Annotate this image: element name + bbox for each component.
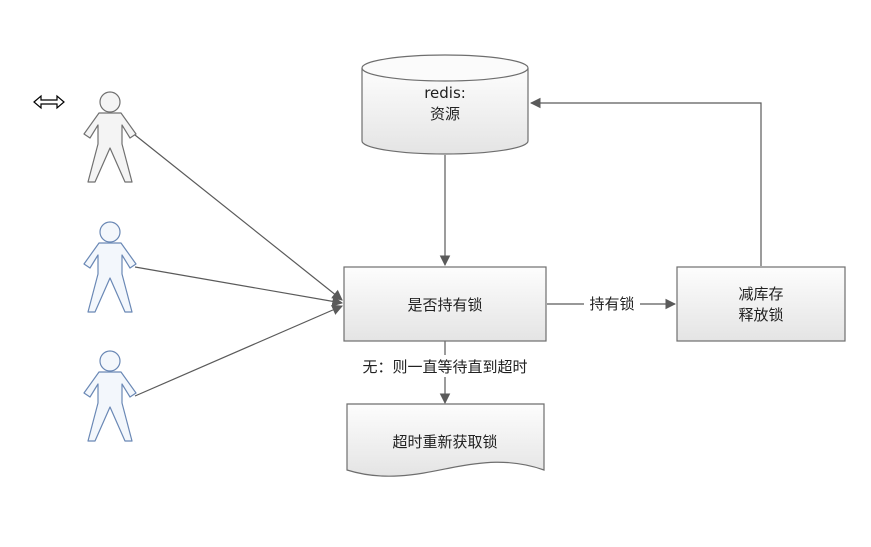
edge-stock-to-db bbox=[529, 97, 762, 266]
edge-actor2-to-check bbox=[134, 266, 344, 307]
timeout-retry-label: 超时重新获取锁 bbox=[392, 433, 497, 451]
check-lock-label: 是否持有锁 bbox=[407, 296, 482, 314]
database-label-line1: redis: bbox=[424, 84, 466, 102]
has-lock-label-bg bbox=[584, 293, 640, 315]
database-label-line2: 资源 bbox=[430, 105, 460, 123]
redis-database-node: redis: 资源 bbox=[361, 54, 529, 155]
timeout-retry-node: 超时重新获取锁 bbox=[346, 403, 545, 477]
edge-actor3-to-check bbox=[134, 304, 343, 397]
horizontal-resize-arrow-icon[interactable] bbox=[33, 94, 65, 110]
has-lock-edge-label: 持有锁 bbox=[589, 295, 634, 313]
reduce-stock-label-line1: 减库存 bbox=[738, 285, 783, 303]
check-lock-node: 是否持有锁 bbox=[343, 266, 547, 342]
stick-person-icon bbox=[83, 221, 137, 313]
no-lock-edge-label: 无：则一直等待直到超时 bbox=[362, 358, 527, 376]
reduce-stock-label-line2: 释放锁 bbox=[738, 306, 783, 324]
edge-actor1-to-check bbox=[134, 134, 343, 301]
no-lock-label-bg bbox=[352, 355, 540, 377]
reduce-stock-node: 减库存 释放锁 bbox=[676, 266, 846, 342]
stick-person-icon bbox=[83, 91, 137, 183]
stick-person-icon bbox=[83, 350, 137, 442]
